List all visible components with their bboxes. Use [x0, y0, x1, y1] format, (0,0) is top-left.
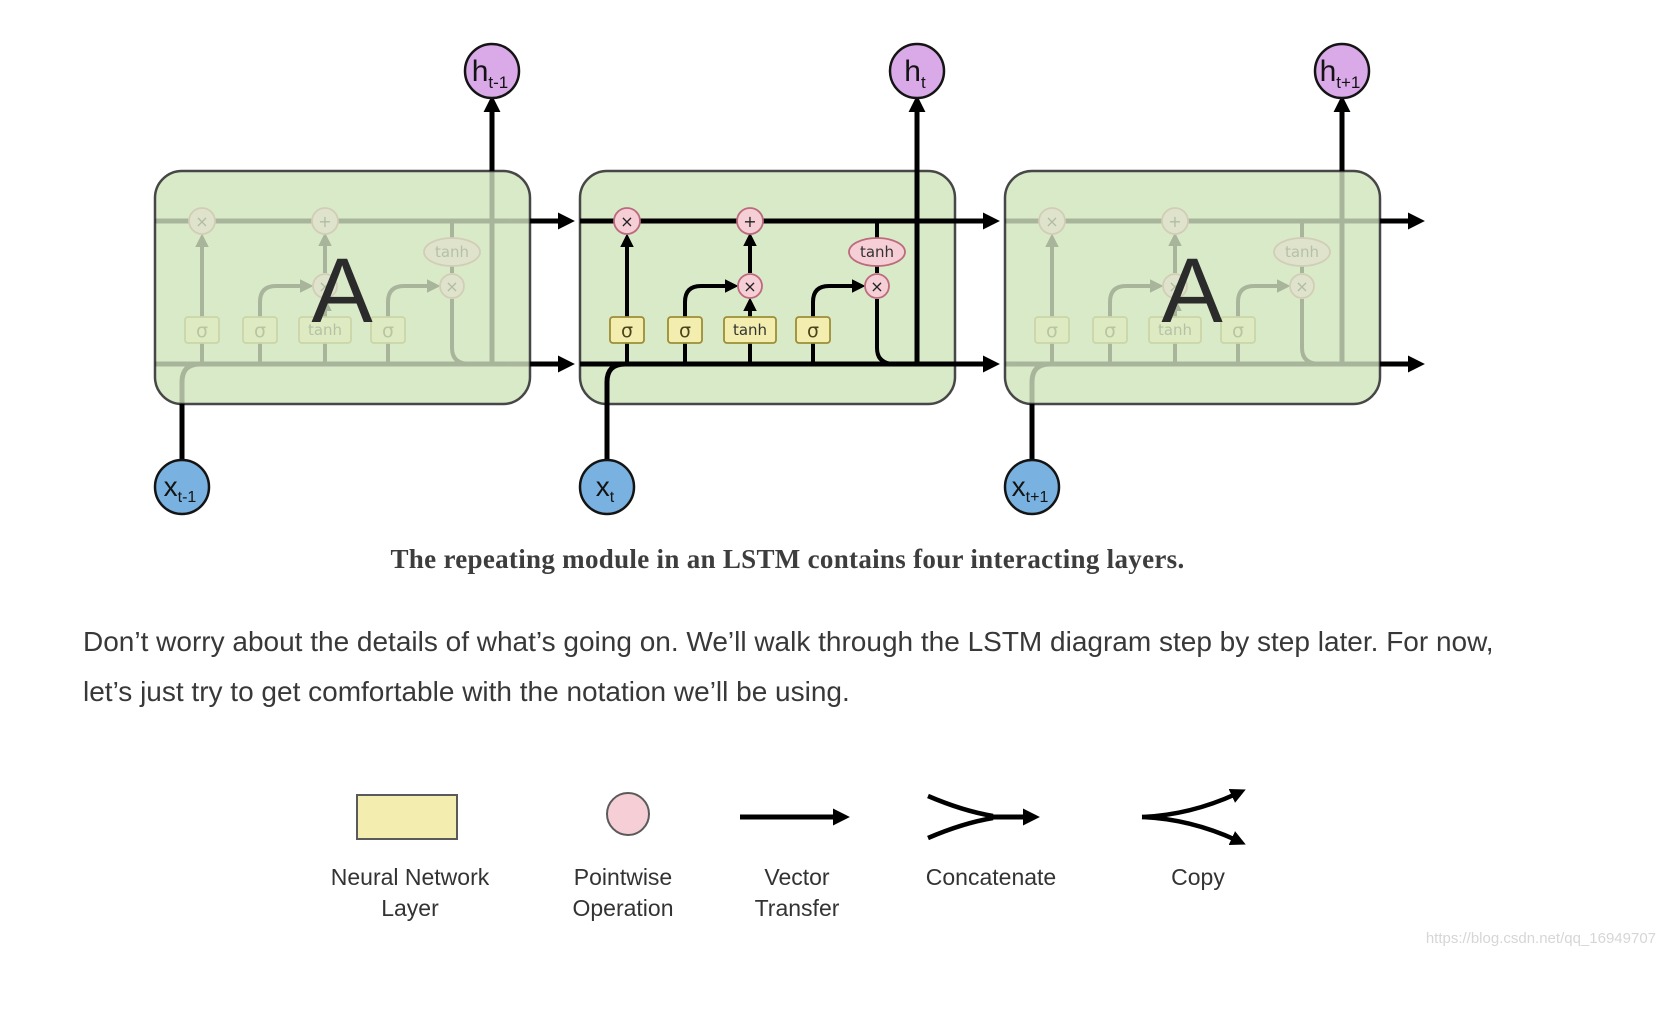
h-t-label: ht: [904, 55, 926, 92]
legend-label-vector-transfer: Vector Transfer: [754, 864, 840, 922]
output-node-h-t-plus-1: ht+1: [1313, 42, 1371, 100]
input-node-x-t-plus-1: xt+1: [1003, 458, 1061, 516]
concatenate-icon: [927, 793, 1040, 841]
x-t-circle: [578, 458, 636, 516]
copy-lower-arrow: [1141, 814, 1246, 846]
h-t-1-circle: [463, 42, 521, 100]
body-paragraph: Don’t worry about the details of what’s …: [83, 626, 1494, 708]
x-t-plus-1-label: xt+1: [1012, 471, 1049, 506]
copy-upper-arrow: [1141, 788, 1246, 820]
watermark-url: https://blog.csdn.net/qq_16949707: [1425, 930, 1656, 947]
pointwise-operation-icon: [606, 792, 650, 836]
lstm-cell-right: [1003, 169, 1382, 406]
cell-right-a-label: A: [1161, 240, 1223, 342]
legend-symbols: [356, 788, 1246, 846]
output-node-h-t-1: ht-1: [463, 42, 521, 100]
input-node-x-t: xt: [578, 458, 636, 516]
cell-left-a-label: A: [311, 240, 373, 342]
h-t-circle: [888, 42, 946, 100]
lstm-cell-middle: [578, 169, 957, 406]
legend-label-pointwise-operation: Pointwise Operation: [572, 864, 674, 922]
input-node-x-t-1: xt-1: [153, 458, 211, 516]
legend-label-neural-network-layer: Neural Network Layer: [330, 864, 490, 922]
h-t-1-label: ht-1: [472, 55, 509, 92]
legend-label-copy: Copy: [1171, 864, 1225, 890]
output-node-h-t: ht: [888, 42, 946, 100]
concatenate-upper-line: [927, 793, 994, 819]
x-t-plus-1-circle: [1003, 458, 1061, 516]
x-t-1-label: xt-1: [164, 471, 197, 506]
figure-caption: The repeating module in an LSTM contains…: [390, 544, 1185, 574]
legend-label-concatenate: Concatenate: [925, 864, 1057, 890]
concatenate-lower-line: [927, 815, 994, 841]
h-t-plus-1-label: ht+1: [1320, 55, 1361, 92]
x-t-label: xt: [596, 471, 615, 506]
lstm-cell-left: [153, 169, 532, 406]
neural-network-layer-icon: [356, 794, 458, 840]
x-t-1-circle: [153, 458, 211, 516]
copy-icon: [1141, 788, 1246, 846]
lstm-diagram: × + × × tanh σ σ tanh σ: [0, 42, 1425, 516]
h-t-plus-1-circle: [1313, 42, 1371, 100]
